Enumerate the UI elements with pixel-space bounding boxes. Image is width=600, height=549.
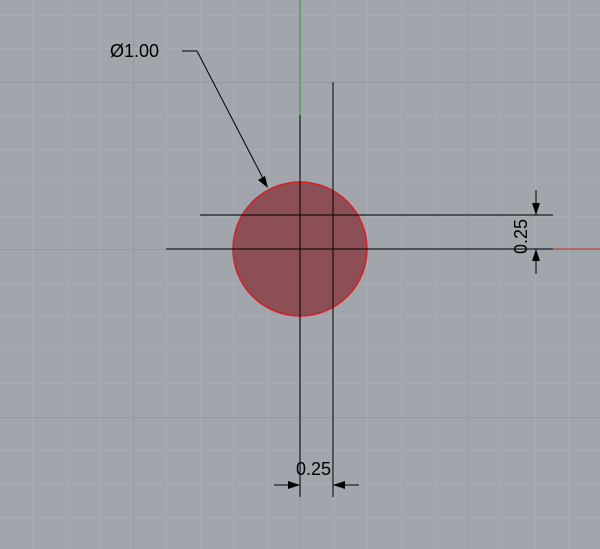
leader-line — [196, 50, 268, 187]
vertical-dim-arrow-top — [532, 203, 540, 215]
vertical-offset-dimension[interactable] — [532, 190, 540, 274]
horizontal-offset-label[interactable]: 0.25 — [296, 459, 331, 479]
vertical-offset-label[interactable]: 0.25 — [511, 219, 531, 254]
vertical-dim-arrow-bottom — [532, 249, 540, 261]
diameter-dimension-label[interactable]: Ø1.00 — [110, 41, 159, 61]
horizontal-offset-dimension[interactable] — [274, 481, 359, 489]
horizontal-dim-arrow-right — [333, 481, 345, 489]
diameter-leader[interactable] — [182, 50, 268, 188]
horizontal-dim-arrow-left — [288, 481, 300, 489]
leader-arrowhead — [258, 176, 268, 188]
extension-lines — [166, 82, 553, 497]
